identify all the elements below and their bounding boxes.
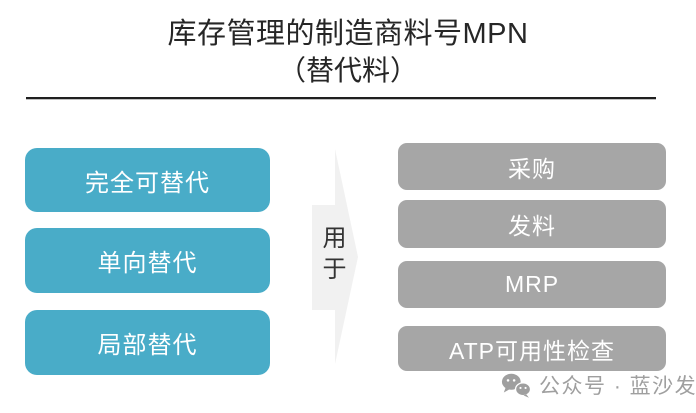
box-label: 局部替代 — [97, 332, 198, 359]
box-goods-issue: 发料 — [398, 200, 666, 248]
box-label: 发料 — [508, 213, 556, 239]
box-atp-check: ATP可用性检查 — [398, 326, 666, 371]
box-one-way-substitution: 单向替代 — [25, 228, 270, 293]
title-divider — [26, 97, 656, 99]
used-for-label: 用于 — [318, 225, 345, 287]
box-label: 完全可替代 — [85, 169, 210, 197]
wechat-icon — [501, 373, 531, 398]
title-block: 库存管理的制造商料号MPN （替代料） — [0, 16, 696, 89]
box-full-substitution: 完全可替代 — [25, 148, 270, 212]
page-title: 库存管理的制造商料号MPN — [167, 18, 529, 50]
box-label: 采购 — [508, 155, 556, 182]
box-purchasing: 采购 — [398, 143, 666, 190]
box-label: MRP — [504, 271, 560, 297]
watermark: 公众号 · 蓝沙发 — [501, 370, 696, 400]
box-label: 单向替代 — [97, 250, 198, 277]
watermark-text: 公众号 · 蓝沙发 — [539, 375, 696, 398]
box-partial-substitution: 局部替代 — [25, 310, 270, 375]
box-label: ATP可用性检查 — [448, 337, 616, 364]
right-arrow-icon — [312, 149, 358, 364]
box-mrp: MRP — [398, 261, 666, 308]
page-subtitle: （替代料） — [277, 55, 418, 86]
